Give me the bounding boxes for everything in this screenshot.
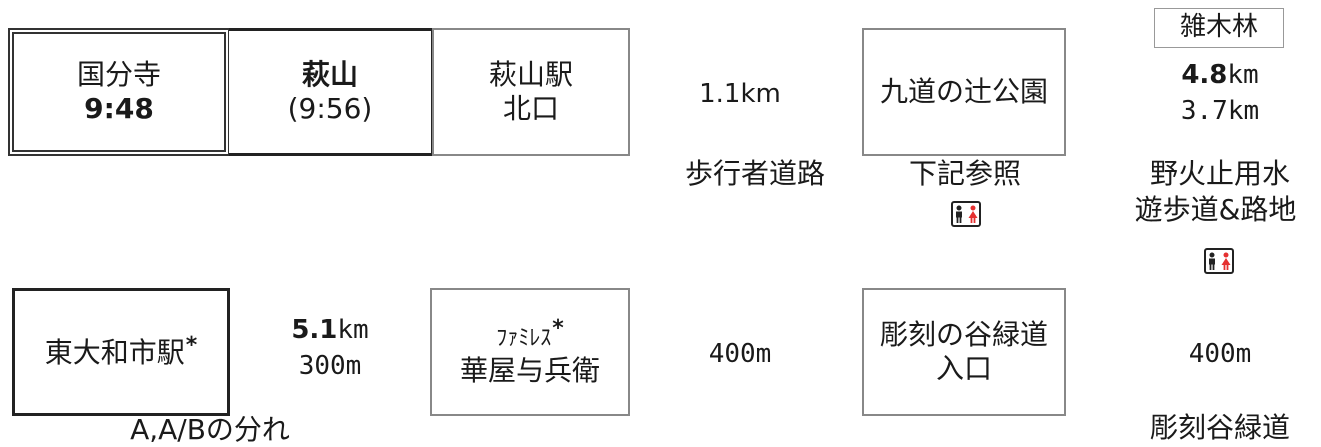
male-figure-icon — [956, 205, 962, 223]
zoki-label: 雑木林 — [1179, 12, 1258, 43]
kudo-note: 下記参照 — [908, 157, 1021, 190]
famires-line2: 華屋与兵衛 — [459, 353, 600, 387]
distance-1-note: 歩行者道路 — [684, 157, 825, 190]
hagiyama-north-box: 萩山駅 北口 — [432, 28, 630, 156]
kokubunji-name: 国分寺 — [76, 57, 161, 91]
female-figure-icon — [968, 205, 978, 223]
distance-2a: 5.1km — [250, 314, 410, 347]
higashiyamato-name-line: 東大和市駅* — [45, 333, 198, 370]
female-figure-icon — [1221, 252, 1231, 270]
higashiyamato-name: 東大和市駅 — [44, 336, 185, 370]
famires-line1: ﾌｧﾐﾚｽ — [496, 326, 552, 352]
zoki-label-box: 雑木林 — [1154, 8, 1284, 48]
distance-4-note: 彫刻谷緑道 — [1149, 411, 1290, 444]
distance-4: 400m — [1188, 339, 1252, 369]
famires-line1-wrap: ﾌｧﾐﾚｽ* — [496, 316, 564, 353]
hagiyama-time: (9:56) — [287, 92, 373, 125]
hagiyama-north-line2: 北口 — [502, 92, 559, 125]
zoki-distance-a-value: 4.8 — [1181, 60, 1228, 90]
distance-2a-unit: km — [337, 315, 369, 345]
distance-3: 400m — [708, 339, 772, 369]
distance-2b: 300m — [298, 351, 362, 381]
chokoku-line2: 入口 — [935, 352, 992, 385]
higashiyamato-box: 東大和市駅* — [12, 288, 230, 416]
zoki-distance-a-unit: km — [1227, 60, 1259, 90]
restroom-icon — [1204, 248, 1234, 274]
split-note: A,A/Bの分れ — [130, 413, 290, 446]
kokubunji-time: 9:48 — [84, 92, 154, 125]
hagiyama-north-line1: 萩山駅 — [488, 57, 573, 91]
kudo-park-box: 九道の辻公園 — [862, 28, 1066, 156]
kudo-park-name: 九道の辻公園 — [879, 74, 1048, 108]
famires-box: ﾌｧﾐﾚｽ* 華屋与兵衛 — [430, 288, 630, 416]
kokubunji-box: 国分寺 9:48 — [8, 28, 230, 156]
chokoku-box: 彫刻の谷緑道 入口 — [862, 288, 1066, 416]
restroom-icon — [951, 201, 981, 227]
hagiyama-box: 萩山 (9:56) — [229, 28, 433, 156]
zoki-note-2: 遊歩道&路地 — [1134, 193, 1297, 226]
higashiyamato-star: * — [185, 333, 198, 359]
male-figure-icon — [1209, 252, 1215, 270]
zoki-distance-b: 3.7km — [1180, 96, 1260, 126]
zoki-note-1: 野火止用水 — [1149, 157, 1290, 190]
zoki-distance-a: 4.8km — [1130, 59, 1310, 92]
chokoku-line1: 彫刻の谷緑道 — [879, 317, 1048, 351]
famires-star: * — [552, 316, 564, 342]
hagiyama-name: 萩山 — [301, 57, 358, 91]
distance-2a-value: 5.1 — [291, 315, 338, 345]
distance-1: 1.1km — [699, 79, 781, 109]
